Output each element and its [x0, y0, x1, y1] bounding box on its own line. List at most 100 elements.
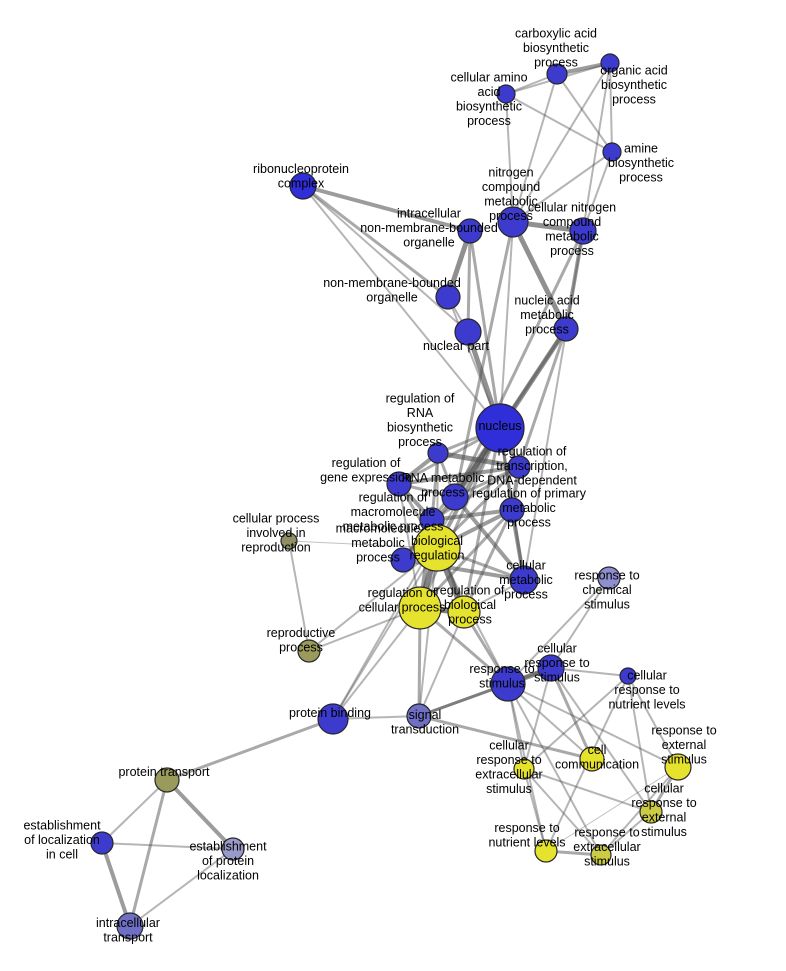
- node-it[interactable]: [116, 912, 144, 940]
- node-oab[interactable]: [600, 53, 620, 73]
- node-crexc[interactable]: [513, 758, 535, 780]
- node-elc[interactable]: [90, 831, 114, 855]
- edge-inmbo-nuc[interactable]: [468, 229, 502, 430]
- node-cncm[interactable]: [569, 217, 597, 245]
- edge-rrb-rtd[interactable]: [435, 450, 522, 470]
- edge-oab-ab[interactable]: [609, 62, 613, 153]
- edge-crexc-crext[interactable]: [523, 768, 652, 813]
- edge-crs-rcs[interactable]: [550, 577, 610, 669]
- node-rp[interactable]: [297, 639, 321, 663]
- node-crnl[interactable]: [619, 667, 637, 685]
- edge-caab-ncm[interactable]: [505, 93, 514, 223]
- edge-rnp-nuc[interactable]: [302, 185, 501, 429]
- edge-ab-ncm[interactable]: [512, 151, 613, 223]
- node-rpm[interactable]: [499, 497, 525, 523]
- edge-ab-cncm[interactable]: [582, 151, 613, 232]
- node-caab[interactable]: [496, 84, 516, 104]
- node-inmbo[interactable]: [457, 218, 483, 244]
- edge-cpir-br[interactable]: [288, 540, 438, 549]
- edge-inmbo-np[interactable]: [466, 229, 472, 334]
- edge-rs-cc[interactable]: [507, 683, 593, 760]
- edge-rpm-rbp[interactable]: [462, 508, 514, 614]
- node-cc[interactable]: [579, 746, 605, 772]
- edge-pt-elc[interactable]: [101, 779, 168, 844]
- node-rmp[interactable]: [441, 483, 469, 511]
- node-cmp[interactable]: [509, 565, 539, 595]
- edge-elc-epl[interactable]: [101, 842, 234, 850]
- edge-rs-rext[interactable]: [507, 683, 679, 768]
- edge-rs-rcs[interactable]: [507, 577, 610, 685]
- edge-rpm-rcp[interactable]: [418, 508, 514, 610]
- edge-crnl-crexc[interactable]: [523, 675, 629, 770]
- node-rs[interactable]: [490, 666, 526, 702]
- edge-crs-crexc[interactable]: [523, 667, 552, 770]
- edge-rs-rexc[interactable]: [507, 683, 602, 856]
- node-epl[interactable]: [221, 837, 245, 861]
- edge-pb-pt[interactable]: [165, 717, 335, 782]
- node-rcp[interactable]: [398, 586, 442, 630]
- edge-nam-rtd[interactable]: [517, 327, 568, 469]
- edge-crs-cc[interactable]: [549, 666, 594, 761]
- edge-crexc-rnl[interactable]: [523, 768, 547, 852]
- node-crext[interactable]: [639, 800, 663, 824]
- edge-cab-ab[interactable]: [556, 73, 613, 153]
- edge-br-rp[interactable]: [308, 547, 438, 652]
- edge-crs-crext[interactable]: [550, 667, 652, 813]
- node-pb[interactable]: [317, 703, 349, 735]
- edge-crnl-crext[interactable]: [627, 675, 652, 813]
- edge-rtd-rge[interactable]: [397, 465, 521, 486]
- node-ab[interactable]: [602, 142, 622, 162]
- edge-rext-rnl[interactable]: [545, 766, 679, 852]
- node-rnl[interactable]: [534, 839, 558, 863]
- edge-caab-ab[interactable]: [505, 93, 613, 153]
- node-mmp[interactable]: [390, 547, 416, 573]
- edge-ncm-rmp[interactable]: [453, 220, 515, 499]
- edge-rmp-cmp[interactable]: [453, 495, 526, 582]
- node-nuc[interactable]: [475, 403, 525, 453]
- edge-cpir-rp[interactable]: [288, 540, 310, 652]
- edge-rnp-np[interactable]: [302, 185, 469, 333]
- node-rge[interactable]: [386, 471, 412, 497]
- edge-oab-ncm[interactable]: [512, 62, 611, 223]
- edge-nuc-rbp[interactable]: [462, 426, 502, 614]
- edge-pt-epl[interactable]: [165, 778, 235, 851]
- node-rnp[interactable]: [289, 172, 317, 200]
- edge-epl-it[interactable]: [129, 848, 234, 927]
- edge-rnp-inmbo[interactable]: [301, 184, 472, 233]
- node-rtd[interactable]: [507, 455, 531, 479]
- edge-rtd-rmm[interactable]: [430, 465, 521, 522]
- edge-cab-ncm[interactable]: [512, 73, 558, 223]
- edge-st-cc[interactable]: [417, 714, 594, 761]
- edge-rpm-rmm[interactable]: [430, 508, 514, 522]
- node-rext[interactable]: [664, 753, 692, 781]
- edge-elc-it[interactable]: [100, 841, 132, 928]
- edge-cncm-cmp[interactable]: [523, 230, 584, 581]
- edge-crexc-rexc[interactable]: [523, 768, 602, 856]
- edge-pt-it[interactable]: [128, 778, 169, 928]
- node-rbp[interactable]: [447, 595, 481, 629]
- node-cpir[interactable]: [280, 532, 298, 550]
- edge-cncm-rmp[interactable]: [453, 229, 585, 499]
- node-rrb[interactable]: [427, 442, 449, 464]
- edge-nuc-pb[interactable]: [332, 427, 501, 720]
- node-rexc[interactable]: [590, 844, 612, 866]
- node-pt[interactable]: [154, 767, 180, 793]
- node-nmbo[interactable]: [435, 284, 461, 310]
- edge-cncm-nam[interactable]: [564, 229, 585, 331]
- node-ncm[interactable]: [497, 206, 529, 238]
- edge-ncm-nam[interactable]: [510, 219, 569, 332]
- node-cab[interactable]: [546, 63, 568, 85]
- node-rcs[interactable]: [597, 566, 621, 590]
- edge-br-st[interactable]: [418, 547, 438, 717]
- edge-ncm-nuc[interactable]: [499, 221, 514, 429]
- edge-rbp-st[interactable]: [418, 611, 465, 717]
- edge-rcp-pb[interactable]: [332, 607, 421, 720]
- node-st[interactable]: [406, 703, 432, 729]
- node-np[interactable]: [454, 318, 482, 346]
- edge-crs-st[interactable]: [417, 666, 553, 718]
- node-br[interactable]: [413, 524, 461, 572]
- node-nam[interactable]: [553, 316, 579, 342]
- node-crs[interactable]: [537, 654, 565, 682]
- edge-oab-cncm[interactable]: [582, 62, 611, 232]
